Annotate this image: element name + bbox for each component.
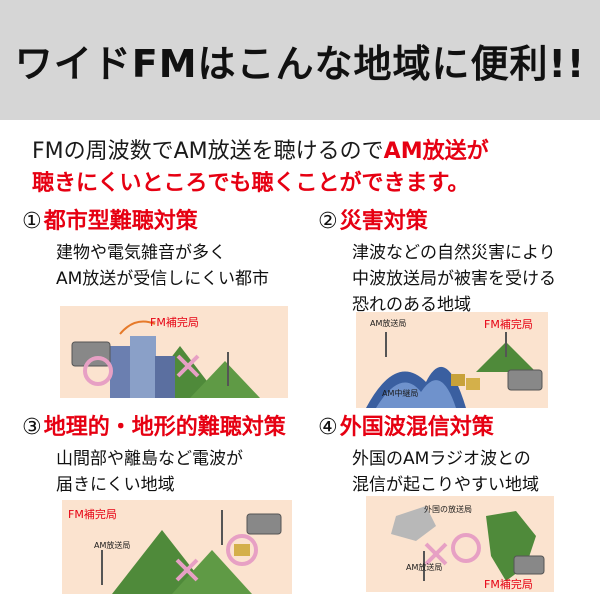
section-2-desc-line: 津波などの自然災害により — [352, 243, 556, 263]
section-1-illustration: FM補完局 — [60, 306, 288, 398]
am-relay-label: AM中継局 — [382, 389, 419, 398]
section-3-number: ③ — [22, 415, 42, 440]
section-2-title: ②災害対策 — [318, 208, 428, 236]
fm-station-label: FM補完局 — [484, 578, 533, 591]
section-4-title-text: 外国波混信対策 — [339, 415, 494, 440]
am-station-label: AM放送局 — [406, 563, 443, 572]
section-2-title-text: 災害対策 — [339, 209, 428, 234]
mountain-shape — [190, 361, 260, 398]
reception-circle-icon — [83, 356, 113, 386]
wave-icon — [119, 320, 156, 335]
foreign-land-shape — [391, 506, 436, 541]
fm-station-label: FM補完局 — [150, 316, 199, 329]
section-1-desc-line: AM放送が受信しにくい都市 — [56, 269, 269, 289]
reception-circle-icon — [451, 533, 481, 563]
header-banner: ワイドFMはこんな地域に便利!! — [0, 0, 600, 120]
section-4-title: ④外国波混信対策 — [318, 414, 494, 442]
section-3-illustration: FM補完局 AM放送局 — [62, 500, 292, 594]
section-2-description: 津波などの自然災害により 中波放送局が被害を受ける 恐れのある地域 — [352, 240, 556, 318]
am-station-label: AM放送局 — [370, 319, 407, 328]
section-2-illustration: AM放送局 FM補完局 AM中継局 — [356, 312, 548, 408]
fm-station-label: FM補完局 — [68, 508, 117, 521]
radio-icon — [513, 555, 545, 575]
section-1-title: ①都市型難聴対策 — [22, 208, 198, 236]
section-3-desc-line: 山間部や離島など電波が — [56, 449, 243, 469]
intro-text: FMの周波数でAM放送を聴けるのでAM放送が 聴きにくいところでも聴くことができ… — [32, 136, 592, 200]
intro-red-text-1: AM放送が — [383, 139, 489, 164]
section-4-desc-line: 混信が起こりやすい地域 — [352, 475, 539, 495]
foreign-interference-illustration — [391, 506, 545, 581]
section-2-desc-line: 恐れのある地域 — [352, 295, 471, 315]
radio-icon — [246, 513, 282, 535]
section-4-number: ④ — [318, 415, 338, 440]
urban-scene-illustration — [71, 320, 260, 398]
cross-mark-icon — [176, 354, 200, 378]
intro-normal-text: FMの周波数でAM放送を聴けるので — [32, 139, 384, 164]
section-4-description: 外国のAMラジオ波との 混信が起こりやすい地域 — [352, 446, 539, 498]
section-1-desc-line: 建物や電気雑音が多く — [56, 243, 226, 263]
intro-line-1: FMの周波数でAM放送を聴けるのでAM放送が — [32, 136, 592, 168]
page-title: ワイドFMはこんな地域に便利!! — [14, 41, 586, 86]
section-3-desc-line: 届きにくい地域 — [56, 475, 175, 495]
tsunami-wave-shape — [376, 380, 456, 408]
section-1-title-text: 都市型難聴対策 — [43, 209, 198, 234]
cross-mark-icon — [424, 542, 448, 566]
section-3-description: 山間部や離島など電波が 届きにくい地域 — [56, 446, 243, 498]
intro-line-2: 聴きにくいところでも聴くことができます。 — [32, 171, 470, 196]
building-shape — [110, 346, 132, 398]
fm-station-label: FM補完局 — [484, 318, 533, 331]
am-station-label: AM放送局 — [94, 541, 131, 550]
section-4-desc-line: 外国のAMラジオ波との — [352, 449, 531, 469]
mountain-scene-illustration — [101, 510, 282, 594]
building-shape — [130, 336, 156, 398]
mountain-shape — [172, 550, 252, 594]
building-shape — [155, 356, 175, 398]
house-shape — [451, 374, 465, 386]
foreign-station-label: 外国の放送局 — [424, 505, 472, 514]
disaster-scene-illustration — [366, 332, 543, 408]
house-shape — [466, 378, 480, 390]
section-1-description: 建物や電気雑音が多く AM放送が受信しにくい都市 — [56, 240, 269, 292]
section-3-title: ③地理的・地形的難聴対策 — [22, 414, 286, 442]
section-2-number: ② — [318, 209, 338, 234]
reception-circle-icon — [226, 534, 258, 566]
section-2-desc-line: 中波放送局が被害を受ける — [352, 269, 556, 289]
radio-icon — [507, 369, 543, 391]
house-shape — [234, 544, 250, 556]
section-1-number: ① — [22, 209, 42, 234]
cross-mark-icon — [175, 558, 199, 582]
section-4-illustration: 外国の放送局 AM放送局 FM補完局 — [366, 496, 554, 592]
section-3-title-text: 地理的・地形的難聴対策 — [43, 415, 286, 440]
